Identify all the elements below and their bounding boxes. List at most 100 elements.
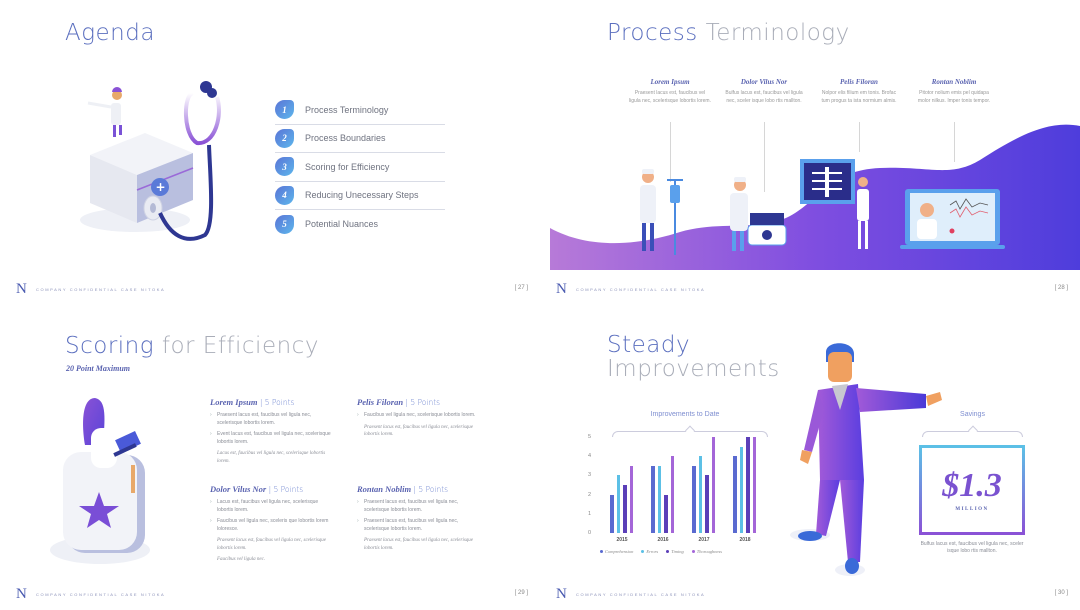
company-logo: N <box>556 586 567 602</box>
points-label: 5 Points <box>273 485 304 494</box>
agenda-label: Reducing Unecessary Steps <box>305 190 419 201</box>
page-number: [ 29 ] <box>514 590 528 596</box>
x-tick-label: 2016 <box>657 537 669 543</box>
term-text: Praesent lacus est, faucibus vel ligula … <box>629 90 711 104</box>
slide-title: Process Terminology <box>607 20 850 46</box>
term-column-3: Pelis Filoran Nolpor elis filium em toni… <box>818 78 900 105</box>
slide-subtitle: 20 Point Maximum <box>66 364 131 373</box>
savings-box: $1.3 MILLION <box>919 445 1025 535</box>
italic-note: Praesent lacus est, faucibus vel ligula … <box>217 538 327 551</box>
connector-line <box>954 122 955 162</box>
slide-scoring-efficiency[interactable]: Scoring for Efficiency 20 Point Maximum … <box>0 305 540 610</box>
woman-laptop-star-illustration <box>50 398 150 564</box>
agenda-label: Potential Nuances <box>305 219 379 230</box>
agenda-item-5[interactable]: 5 Potential Nuances <box>275 210 445 239</box>
confidential-label: COMPANY CONFIDENTIAL CASE NITOKA <box>36 592 166 597</box>
bar <box>657 465 661 533</box>
slide-footer: N COMPANY CONFIDENTIAL CASE NITOKA [ 30 … <box>540 580 1080 610</box>
score-heading: Dolor Vilus Nor | 5 Points <box>210 484 304 494</box>
connector-line <box>764 122 765 192</box>
agenda-item-2[interactable]: 2 Process Boundaries <box>275 125 445 153</box>
italic-note: Faucibus vel ligula nec. <box>217 557 266 562</box>
score-heading: Pelis Filoran | 5 Points <box>357 397 441 407</box>
company-logo: N <box>556 281 567 297</box>
bar <box>670 456 674 533</box>
bar <box>752 437 756 533</box>
italic-note: Praesent lacus est, faucibus vel ligula … <box>364 424 474 438</box>
bar-group <box>651 437 674 533</box>
savings-label: Savings <box>960 411 985 418</box>
page-number: [ 30 ] <box>1054 590 1068 596</box>
bullet-item: Lacus est, faucibus vel ligula nec, scel… <box>210 499 335 514</box>
legend-item: Timing <box>666 549 684 554</box>
connector-line <box>859 122 860 152</box>
bullet-item: Praesent lacus est, faucibus vel ligula … <box>357 518 482 533</box>
y-tick-label: 5 <box>588 434 592 440</box>
x-tick-label: 2015 <box>616 537 628 543</box>
medical-staff-illustration <box>640 159 1005 255</box>
block-title: Rontan Noblim <box>357 484 412 494</box>
connector-line <box>670 122 671 182</box>
bullet-item: Faucibus vel ligula nec, scelerisque lob… <box>357 412 482 420</box>
term-column-2: Dolor Vilus Nor Bulfus lacus est, faucib… <box>723 78 805 105</box>
block-title: Lorem Ipsum <box>210 397 258 407</box>
bullet-item: Praesent lacus est, faucibus vel ligula … <box>357 499 482 514</box>
slide-footer: N COMPANY CONFIDENTIAL CASE NITOKA [ 28 … <box>540 275 1080 305</box>
bar-group <box>733 437 756 533</box>
x-tick-label: 2018 <box>739 537 751 543</box>
slide-title: Agenda <box>65 20 155 46</box>
title-text: Agenda <box>65 20 155 46</box>
bar <box>610 494 614 533</box>
agenda-list: 1 Process Terminology 2 Process Boundari… <box>275 96 445 239</box>
agenda-item-4[interactable]: 4 Reducing Unecessary Steps <box>275 182 445 210</box>
confidential-label: COMPANY CONFIDENTIAL CASE NITOKA <box>576 592 706 597</box>
bar <box>733 456 737 533</box>
bar <box>616 475 620 533</box>
bar <box>739 446 743 533</box>
term-heading: Pelis Filoran <box>840 78 878 86</box>
bar <box>746 437 750 533</box>
bar <box>692 465 696 533</box>
bullet-item: Faucibus vel ligula nec, sceleris que lo… <box>210 518 335 533</box>
title-light-text: Improvements <box>607 356 780 382</box>
italic-note: Lacus est, faucibus vel ligula nec, scel… <box>217 451 326 464</box>
number-badge: 4 <box>275 185 294 205</box>
y-tick-label: 4 <box>588 453 592 460</box>
term-heading: Lorem Ipsum <box>650 78 690 86</box>
title-bold-text: Steady <box>607 332 691 358</box>
score-heading: Lorem Ipsum | 5 Points <box>210 397 295 407</box>
bar <box>664 494 668 533</box>
term-text: Bulfus lacus est, faucibus vel ligula ne… <box>725 90 803 104</box>
businessman-pointing-illustration <box>790 343 942 576</box>
y-tick-label: 0 <box>588 530 592 536</box>
agenda-label: Process Terminology <box>305 104 389 115</box>
bar <box>711 437 715 533</box>
savings-brace <box>922 431 1023 437</box>
italic-note: Praesent lacus est, faucibus vel ligula … <box>364 538 474 551</box>
term-heading: Dolor Vilus Nor <box>740 78 788 86</box>
chart-title: Improvements to Date <box>650 411 720 418</box>
number-badge: 3 <box>275 157 294 177</box>
slide-agenda[interactable]: Agenda + 1 <box>0 0 540 305</box>
term-column-4: Rontan Noblim Pitotor nolium emis pel qu… <box>913 78 995 105</box>
legend-item: Comprehension <box>600 549 633 554</box>
slide-process-terminology[interactable]: Process Terminology Lorem Ipsum Praesent… <box>540 0 1080 305</box>
score-heading: Rontan Noblim | 5 Points <box>357 484 449 494</box>
score-block-dolor-vilus-nor: Dolor Vilus Nor | 5 Points Lacus est, fa… <box>210 484 335 568</box>
slide-steady-improvements[interactable]: Steady Improvements Improvements to Date… <box>540 305 1080 610</box>
y-tick-label: 3 <box>588 472 592 479</box>
agenda-item-3[interactable]: 3 Scoring for Efficiency <box>275 153 445 182</box>
bar-group <box>610 437 633 533</box>
confidential-label: COMPANY CONFIDENTIAL CASE NITOKA <box>576 287 706 292</box>
legend-item: Thoroughness <box>691 549 722 554</box>
slide-footer: N COMPANY CONFIDENTIAL CASE NITOKA [ 27 … <box>0 275 540 305</box>
agenda-item-1[interactable]: 1 Process Terminology <box>275 96 445 125</box>
confidential-label: COMPANY CONFIDENTIAL CASE NITOKA <box>36 287 166 292</box>
company-logo: N <box>16 586 27 602</box>
savings-value: $1.3 <box>942 466 1002 504</box>
term-column-1: Lorem Ipsum Praesent lacus est, faucibus… <box>629 78 711 105</box>
